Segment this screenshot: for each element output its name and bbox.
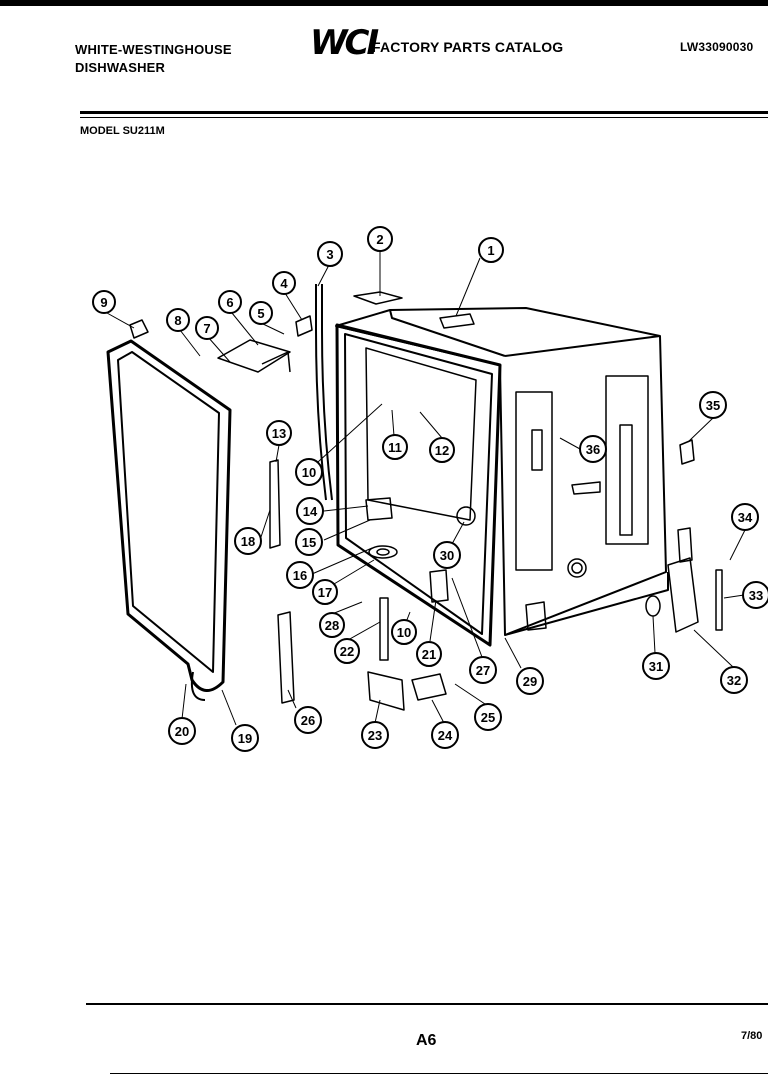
callout-19: 19 — [231, 724, 259, 752]
callout-18: 18 — [234, 527, 262, 555]
callout-30: 30 — [433, 541, 461, 569]
callout-33: 33 — [742, 581, 768, 609]
callout-label: 2 — [376, 232, 383, 247]
callout-label: 23 — [368, 728, 382, 743]
callout-label: 28 — [325, 618, 339, 633]
callout-label: 5 — [257, 306, 264, 321]
callout-14: 14 — [296, 497, 324, 525]
callout-15: 15 — [295, 528, 323, 556]
page-number: A6 — [416, 1032, 437, 1049]
callout-28: 28 — [319, 612, 345, 638]
callout-label: 35 — [706, 398, 720, 413]
catalog-code: LW33090030 — [680, 40, 754, 54]
callout-label: 6 — [226, 295, 233, 310]
callout-label: 24 — [438, 728, 453, 743]
callout-6: 6 — [218, 290, 242, 314]
callout-12: 12 — [429, 437, 455, 463]
callout-label: 1 — [487, 243, 494, 258]
callout-5: 5 — [249, 301, 273, 325]
callout-label: 17 — [318, 585, 332, 600]
callout-22: 22 — [334, 638, 360, 664]
callout-16: 16 — [286, 561, 314, 589]
callout-balloons: 1 2 3 4 5 6 7 8 9 10 11 12 13 14 15 16 1… — [92, 226, 768, 752]
callout-34: 34 — [731, 503, 759, 531]
callout-label: 33 — [749, 588, 763, 603]
catalog-title: FACTORY PARTS CATALOG — [372, 39, 564, 55]
callout-27: 27 — [469, 656, 497, 684]
callout-36: 36 — [579, 435, 607, 463]
callout-23: 23 — [361, 721, 389, 749]
callout-label: 19 — [238, 731, 252, 746]
fill-hose — [315, 284, 333, 501]
bottom-rule — [110, 1073, 768, 1074]
callout-label: 31 — [649, 659, 663, 674]
callout-label: 11 — [388, 440, 402, 455]
callout-label: 8 — [174, 313, 181, 328]
callout-label: 30 — [440, 548, 454, 563]
callout-label: 9 — [100, 295, 107, 310]
callout-label: 29 — [523, 674, 537, 689]
callout-4: 4 — [272, 271, 296, 295]
callout-17: 17 — [312, 579, 338, 605]
brand-line-2: DISHWASHER — [75, 60, 166, 75]
callout-10b: 10 — [391, 619, 417, 645]
callout-label: 22 — [340, 644, 354, 659]
callout-label: 10 — [397, 625, 411, 640]
right-side-parts — [525, 439, 723, 633]
callout-29: 29 — [516, 667, 544, 695]
callout-label: 7 — [203, 321, 210, 336]
callout-label: 12 — [435, 443, 449, 458]
callout-label: 3 — [326, 247, 333, 262]
callout-8: 8 — [166, 308, 190, 332]
callout-25: 25 — [474, 703, 502, 731]
callout-32: 32 — [720, 666, 748, 694]
brand-line-1: WHITE-WESTINGHOUSE — [75, 42, 232, 57]
top-border — [0, 0, 768, 6]
callout-21: 21 — [416, 641, 442, 667]
tub-body — [335, 307, 669, 636]
callout-label: 14 — [303, 504, 318, 519]
callout-label: 27 — [476, 663, 490, 678]
callout-label: 34 — [738, 510, 753, 525]
callout-label: 20 — [175, 724, 189, 739]
tub-side-panels — [515, 375, 649, 578]
callout-2: 2 — [367, 226, 393, 252]
callout-label: 15 — [302, 535, 316, 550]
hinge-brackets — [129, 291, 475, 704]
tub-front-frame — [335, 323, 502, 647]
callout-label: 25 — [481, 710, 495, 725]
callout-9: 9 — [92, 290, 116, 314]
callout-10: 10 — [295, 458, 323, 486]
callout-35: 35 — [699, 391, 727, 419]
bottom-parts — [365, 497, 476, 711]
footer-rule — [86, 1003, 768, 1005]
callout-label: 10 — [302, 465, 316, 480]
callout-20: 20 — [168, 717, 196, 745]
callout-label: 21 — [422, 647, 436, 662]
callout-11: 11 — [382, 434, 408, 460]
callout-label: 16 — [293, 568, 307, 583]
callout-13: 13 — [266, 420, 292, 446]
callout-label: 26 — [301, 713, 315, 728]
callout-24: 24 — [431, 721, 459, 749]
callout-7: 7 — [195, 316, 219, 340]
wci-logo: WCI — [310, 23, 379, 63]
callout-3: 3 — [317, 241, 343, 267]
door-gasket — [106, 339, 232, 701]
callout-label: 36 — [586, 442, 600, 457]
callout-31: 31 — [642, 652, 670, 680]
revision-date: 7/80 — [741, 1030, 763, 1042]
model-label: MODEL SU211M — [80, 125, 165, 137]
callout-1: 1 — [478, 237, 504, 263]
header-rule — [80, 111, 768, 114]
header-rule-thin — [80, 117, 768, 118]
callout-label: 13 — [272, 426, 286, 441]
callout-label: 32 — [727, 673, 741, 688]
callout-label: 18 — [241, 534, 255, 549]
callout-26: 26 — [294, 706, 322, 734]
callout-label: 4 — [280, 276, 288, 291]
